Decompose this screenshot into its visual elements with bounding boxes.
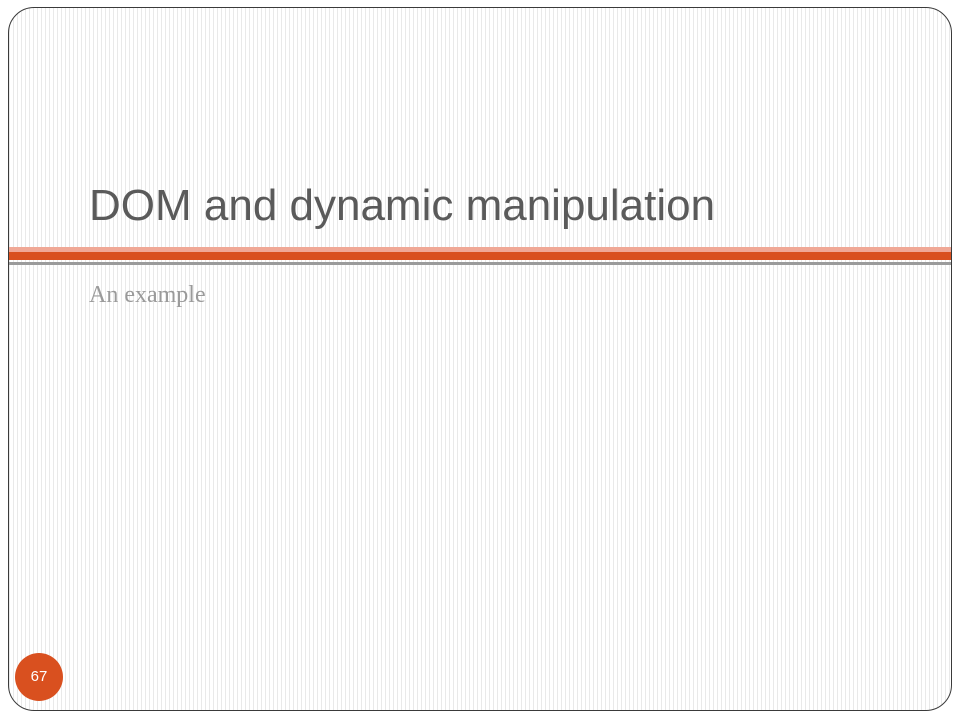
slide: DOM and dynamic manipulation An example …: [8, 7, 952, 711]
title-rule-light: [9, 247, 951, 252]
slide-number-badge: 67: [15, 653, 63, 701]
title-rule-accent: [9, 252, 951, 260]
title-rule-gray: [9, 262, 951, 265]
slide-title: DOM and dynamic manipulation: [89, 181, 716, 230]
slide-subtitle: An example: [89, 282, 206, 308]
